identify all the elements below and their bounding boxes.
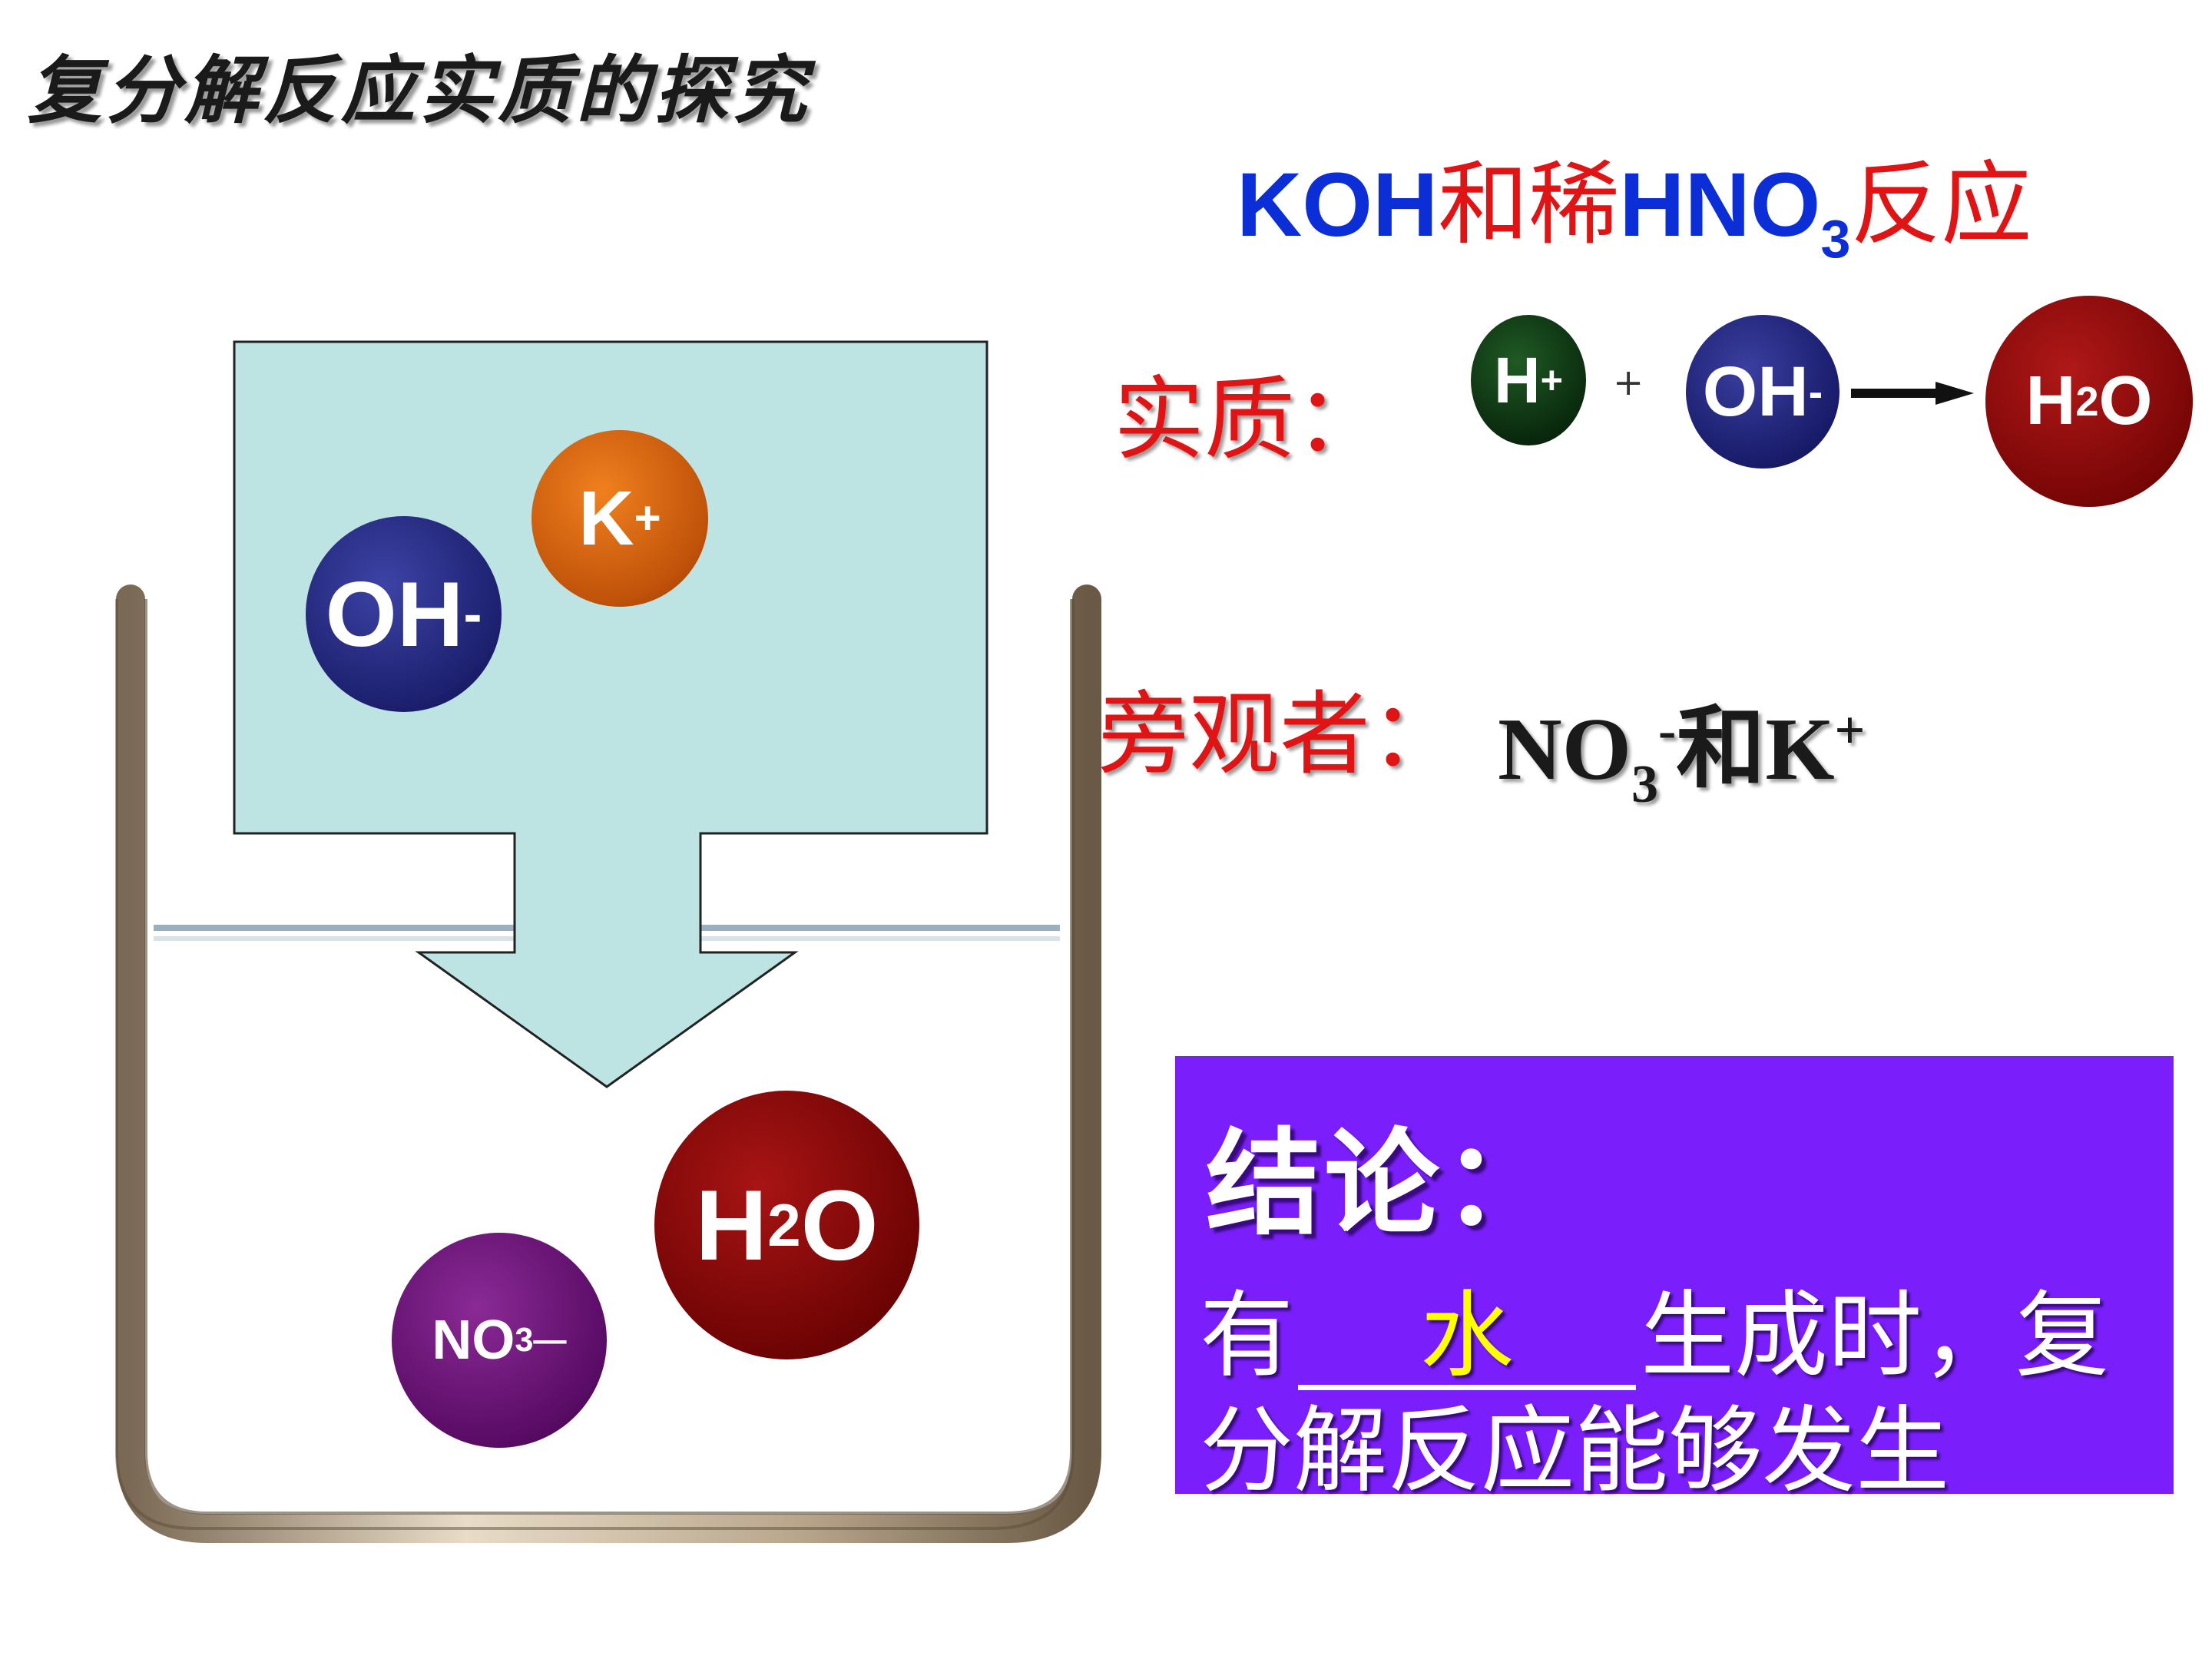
water-o: O xyxy=(2098,363,2153,439)
conclusion-line-1: 有水生成时，复 xyxy=(1200,1260,2109,1396)
no3-symbol: NO xyxy=(432,1310,515,1371)
conclusion-line-2: 分解反应能够发生 xyxy=(1200,1396,1949,1505)
conclusion-blank-answer: 水 xyxy=(1298,1286,1636,1391)
water-h: H xyxy=(2025,363,2076,439)
reaction-and-dilute: 和稀 xyxy=(1438,151,1620,257)
hydrogen-ion-symbol: H xyxy=(1493,343,1541,416)
conclusion-title: 结论： xyxy=(1206,1118,1561,1251)
hydroxide-ion-symbol: OH xyxy=(1702,352,1809,431)
oh-large-symbol: OH xyxy=(325,562,464,666)
reaction-heading: KOH和稀HNO3反应 xyxy=(1237,131,2032,266)
spectator-sub: 3 xyxy=(1631,755,1658,814)
page-title: 复分解反应实质的探究 xyxy=(28,48,811,134)
spectator-label: 旁观者： xyxy=(1098,681,1462,787)
hydroxide-ion-large: OH- xyxy=(306,516,502,712)
k-large-symbol: K xyxy=(578,475,634,561)
reaction-react: 反应 xyxy=(1850,151,2032,257)
spectator-and: 和 xyxy=(1676,700,1766,799)
reaction-hno: HNO xyxy=(1619,154,1821,256)
reaction-sub3: 3 xyxy=(1820,209,1851,269)
potassium-ion-large: K+ xyxy=(531,430,708,607)
h2o-large-o: O xyxy=(800,1169,879,1281)
conclusion-box xyxy=(1175,1056,2174,1494)
spectator-ions: NO3-和K+ xyxy=(1498,676,1866,812)
spectator-plus: + xyxy=(1834,701,1866,760)
conclusion-prefix: 有 xyxy=(1200,1281,1293,1390)
spectator-minus: - xyxy=(1658,701,1677,760)
plus-sign: + xyxy=(1613,361,1644,404)
spectator-k: K xyxy=(1765,700,1835,799)
hydroxide-ion-ball: OH- xyxy=(1686,315,1839,469)
spectator-no: NO xyxy=(1498,700,1631,799)
reaction-koh: KOH xyxy=(1237,154,1439,256)
essence-label: 实质： xyxy=(1114,366,1386,472)
conclusion-suffix: 生成时，复 xyxy=(1641,1281,2109,1390)
hydrogen-ion-ball: H+ xyxy=(1471,315,1586,445)
reaction-arrow-icon xyxy=(1851,382,1974,405)
h2o-large-h: H xyxy=(695,1169,768,1281)
